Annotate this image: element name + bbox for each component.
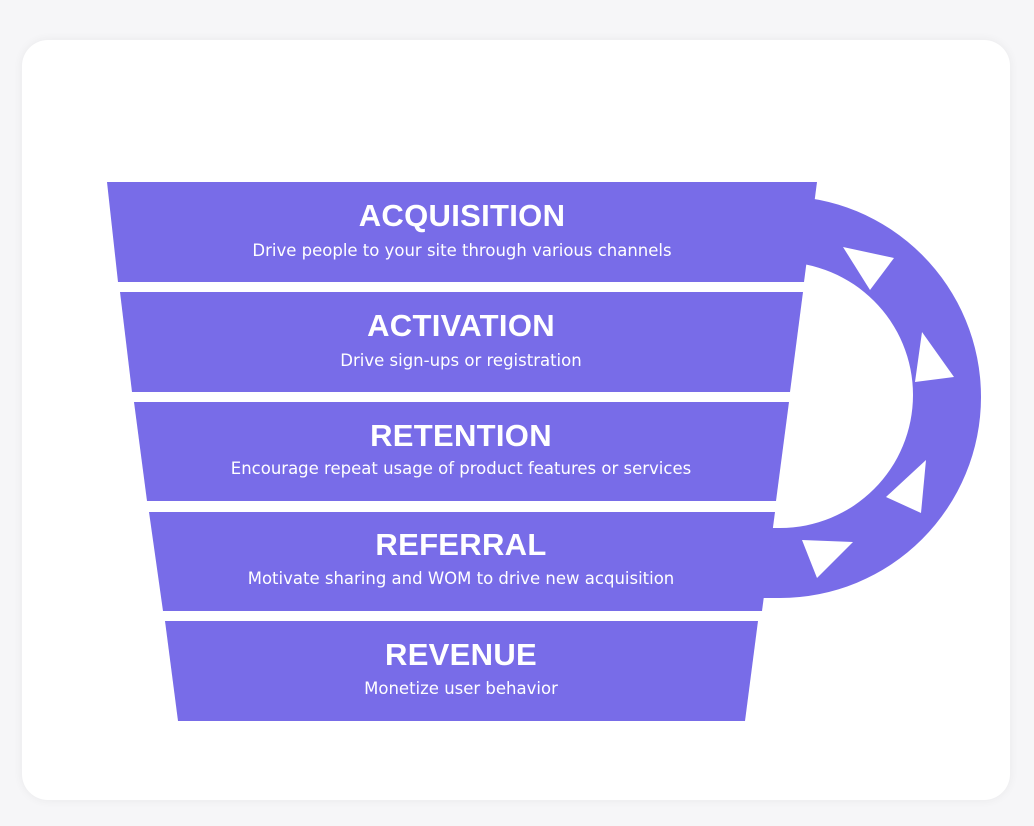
stage-referral-description: Motivate sharing and WOM to drive new ac… bbox=[248, 569, 675, 588]
stage-retention: RETENTION Encourage repeat usage of prod… bbox=[134, 402, 789, 501]
referral-loop-arc bbox=[760, 196, 981, 598]
stage-revenue-description: Monetize user behavior bbox=[364, 679, 558, 698]
stage-referral-title: REFERRAL bbox=[375, 527, 546, 562]
stage-activation-description: Drive sign-ups or registration bbox=[340, 351, 581, 370]
stage-retention-band bbox=[134, 402, 789, 501]
loop-arrow-4-icon bbox=[802, 540, 853, 578]
stage-acquisition: ACQUISITION Drive people to your site th… bbox=[107, 182, 817, 282]
stage-acquisition-band bbox=[107, 182, 817, 282]
stage-revenue-band bbox=[165, 621, 758, 721]
loop-arrow-3-icon bbox=[886, 460, 926, 513]
stage-retention-description: Encourage repeat usage of product featur… bbox=[231, 459, 691, 478]
stage-retention-title: RETENTION bbox=[370, 418, 552, 453]
stage-activation-band bbox=[120, 292, 803, 392]
loop-arrow-1-icon bbox=[843, 247, 894, 290]
stage-acquisition-title: ACQUISITION bbox=[359, 198, 566, 233]
stage-revenue-title: REVENUE bbox=[385, 637, 537, 672]
stage-activation: ACTIVATION Drive sign-ups or registratio… bbox=[120, 292, 803, 392]
stage-activation-title: ACTIVATION bbox=[367, 308, 555, 343]
stage-revenue: REVENUE Monetize user behavior bbox=[165, 621, 758, 721]
loop-arrow-2-icon bbox=[915, 332, 954, 382]
stage-referral-band bbox=[149, 512, 775, 611]
stage-referral: REFERRAL Motivate sharing and WOM to dri… bbox=[149, 512, 775, 611]
stage-acquisition-description: Drive people to your site through variou… bbox=[252, 241, 671, 260]
